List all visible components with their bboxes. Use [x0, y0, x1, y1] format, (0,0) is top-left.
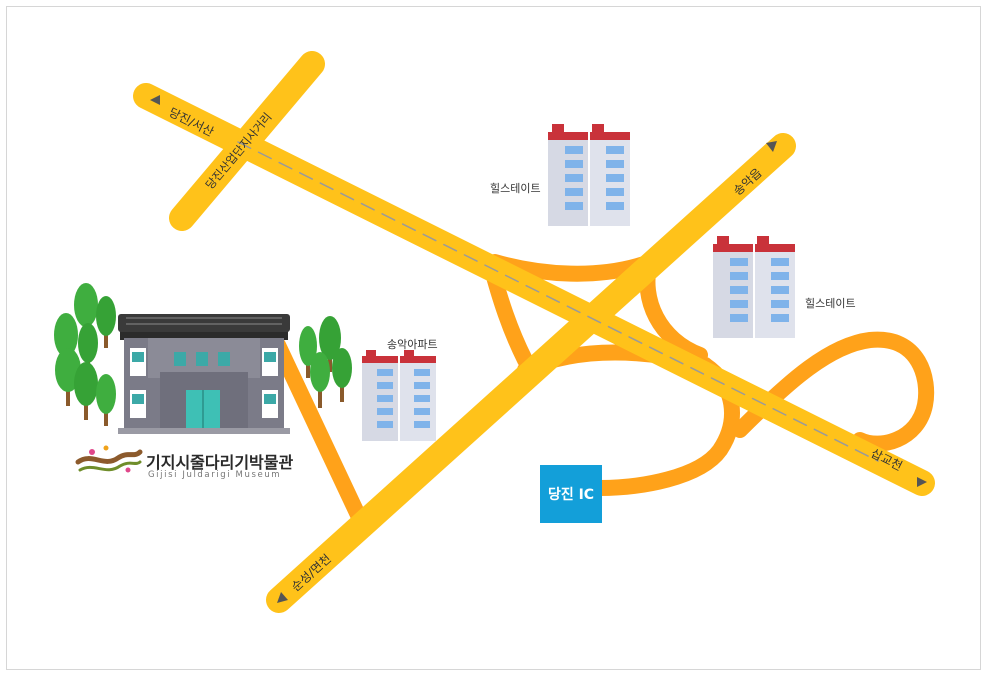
building-label-hillstate-2: 힐스테이트 [805, 297, 856, 310]
apartment-building-icon [548, 124, 630, 226]
tree-icon [74, 362, 98, 420]
arrow-left-icon [150, 95, 160, 105]
building-label-songak-apt: 송악아파트 [387, 338, 438, 351]
tree-icon [96, 374, 116, 426]
tree-icon [310, 352, 330, 408]
ramp-museum [270, 337, 366, 523]
museum-subtitle: Gijisi Juldarigi Museum [148, 470, 282, 480]
ramp-east-loop [732, 331, 935, 452]
arrow-right-icon [917, 477, 927, 487]
arrow-down-left-icon [277, 592, 288, 603]
tree-icon [332, 348, 352, 402]
road-centerline-dash [237, 141, 879, 462]
arrow-up-right-icon [766, 141, 777, 152]
museum-logo-icon [75, 445, 143, 473]
dangjin-ic-badge[interactable]: 당진 IC [540, 465, 602, 523]
tree-icon [299, 326, 317, 378]
apartment-building-icon [362, 350, 436, 441]
museum-title: 기지시줄다리기박물관 [146, 453, 294, 472]
main-roads [133, 51, 935, 613]
road-songak-sunseong [266, 133, 796, 613]
road-industrial-junction [169, 51, 325, 231]
direction-arrows [150, 95, 927, 603]
apartment-building-icon [713, 236, 795, 338]
tree-icon [319, 316, 341, 372]
tree-icon [96, 296, 116, 348]
building-label-hillstate-1: 힐스테이트 [490, 182, 541, 195]
tree-cluster-right [299, 316, 352, 408]
museum-building-icon [118, 314, 290, 434]
tree-cluster-left [54, 283, 116, 426]
